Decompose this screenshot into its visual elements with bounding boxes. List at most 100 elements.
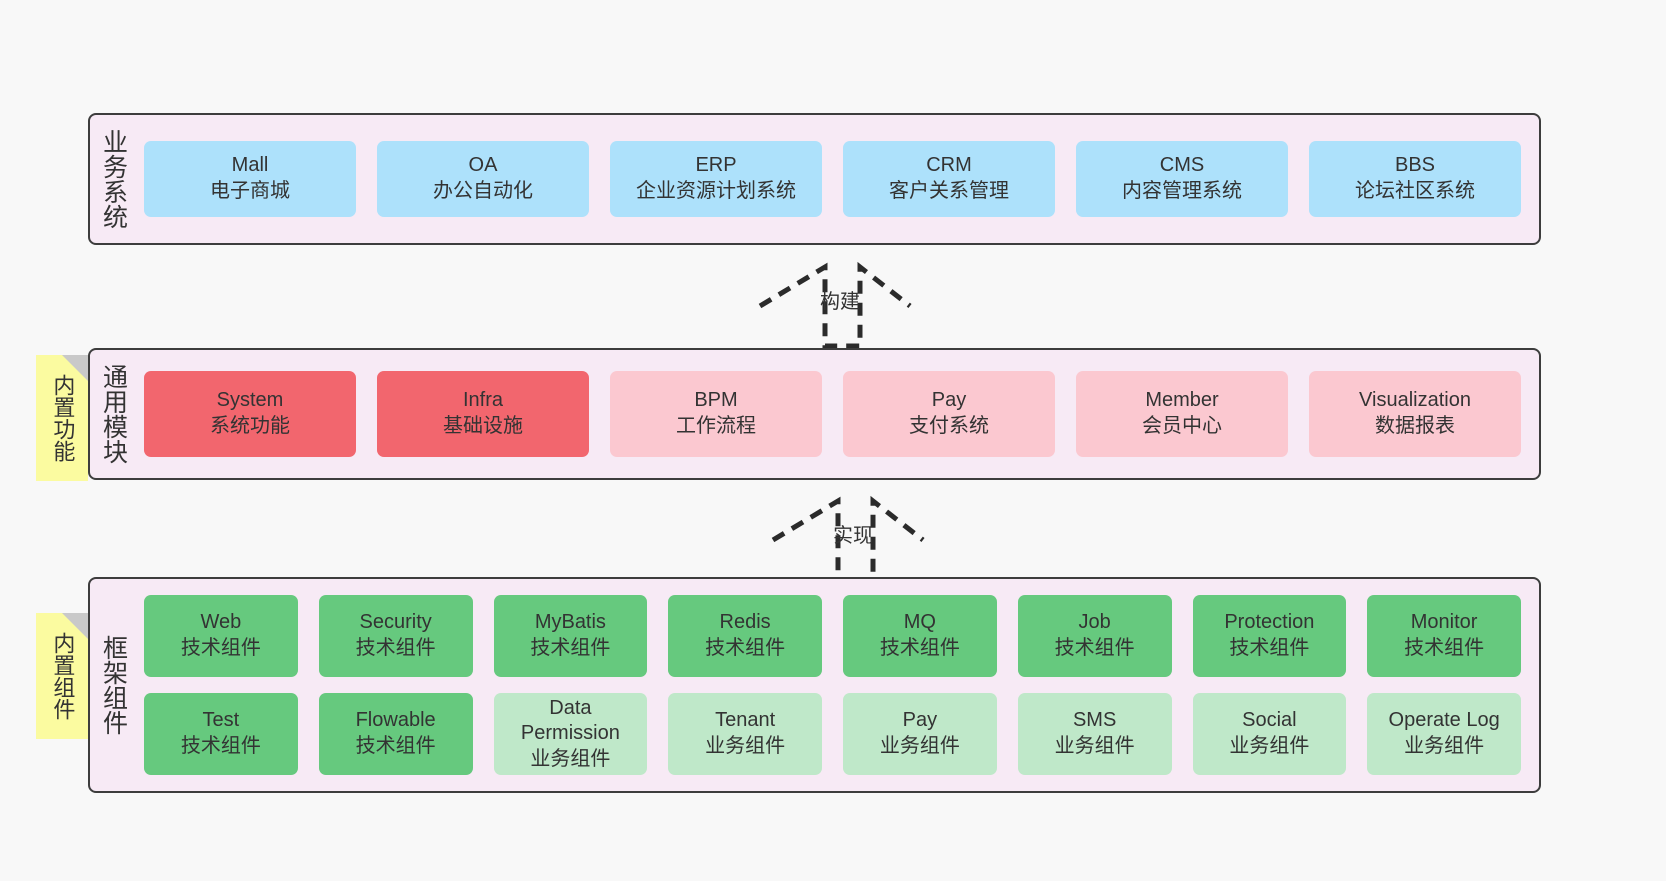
card-subtitle: 技术组件 — [1404, 637, 1485, 659]
card-title: Visualization — [1359, 389, 1471, 412]
card-title: Monitor — [1410, 611, 1478, 634]
card-row: Web 技术组件 Security 技术组件 MyBatis 技术组件 Redi… — [144, 595, 1521, 677]
card-row: System 系统功能 Infra 基础设施 BPM 工作流程 Pay 支付系统… — [144, 371, 1521, 457]
card-subtitle: 业务组件 — [705, 735, 786, 757]
card-monitor[interactable]: Monitor 技术组件 — [1367, 595, 1521, 677]
card-row: Test 技术组件 Flowable 技术组件 Data Permission … — [144, 693, 1521, 775]
card-subtitle: 技术组件 — [1054, 637, 1135, 659]
card-operate-log[interactable]: Operate Log 业务组件 — [1367, 693, 1521, 775]
card-title: Member — [1145, 389, 1219, 412]
card-title: Job — [1078, 611, 1111, 634]
card-subtitle: 数据报表 — [1375, 415, 1455, 437]
card-subtitle: 业务组件 — [1404, 735, 1485, 757]
sticky-note-label: 内置功能 — [50, 374, 76, 462]
card-title: ERP — [695, 154, 737, 177]
card-title: Infra — [462, 389, 504, 412]
card-mq[interactable]: MQ 技术组件 — [843, 595, 997, 677]
card-subtitle: 技术组件 — [879, 637, 960, 659]
card-subtitle: 系统功能 — [210, 415, 290, 437]
card-subtitle: 技术组件 — [355, 637, 436, 659]
card-test[interactable]: Test 技术组件 — [144, 693, 298, 775]
card-title: Data Permission — [520, 696, 620, 745]
card-title: Pay — [902, 709, 938, 732]
card-system[interactable]: System 系统功能 — [144, 371, 356, 457]
card-bpm[interactable]: BPM 工作流程 — [610, 371, 822, 457]
arrow-implement: 实现 — [768, 492, 928, 584]
card-title: MyBatis — [534, 611, 606, 634]
card-subtitle: 技术组件 — [180, 637, 261, 659]
layer-body: Mall 电子商城 OA 办公自动化 ERP 企业资源计划系统 CRM 客户关系… — [136, 115, 1539, 243]
card-title: Test — [202, 709, 240, 732]
layer-common-modules: 通用模块 System 系统功能 Infra 基础设施 BPM 工作流程 Pay… — [88, 348, 1541, 480]
card-member[interactable]: Member 会员中心 — [1076, 371, 1288, 457]
card-infra[interactable]: Infra 基础设施 — [377, 371, 589, 457]
card-redis[interactable]: Redis 技术组件 — [668, 595, 822, 677]
card-subtitle: 业务组件 — [879, 735, 960, 757]
card-erp[interactable]: ERP 企业资源计划系统 — [610, 141, 822, 217]
card-title: Operate Log — [1388, 709, 1500, 732]
card-job[interactable]: Job 技术组件 — [1017, 595, 1172, 677]
card-pay-business[interactable]: Pay 业务组件 — [843, 693, 997, 775]
card-title: Mall — [231, 154, 269, 177]
card-subtitle: 会员中心 — [1142, 415, 1222, 437]
card-title: Security — [359, 611, 432, 634]
card-subtitle: 技术组件 — [180, 735, 261, 757]
card-subtitle: 支付系统 — [909, 415, 989, 437]
card-flowable[interactable]: Flowable 技术组件 — [318, 693, 473, 775]
card-subtitle: 技术组件 — [705, 637, 786, 659]
card-title: OA — [468, 154, 498, 177]
card-subtitle: 业务组件 — [1054, 735, 1135, 757]
card-social[interactable]: Social 业务组件 — [1192, 693, 1347, 775]
card-title: Protection — [1224, 611, 1315, 634]
layer-title: 业务系统 — [99, 129, 128, 229]
card-title: BBS — [1394, 154, 1436, 177]
card-mall[interactable]: Mall 电子商城 — [144, 141, 356, 217]
card-title: CMS — [1159, 154, 1205, 177]
card-sms[interactable]: SMS 业务组件 — [1017, 693, 1172, 775]
layer-title: 框架组件 — [99, 635, 128, 735]
card-subtitle: 办公自动化 — [433, 180, 533, 202]
card-web[interactable]: Web 技术组件 — [144, 595, 298, 677]
card-title: Flowable — [355, 709, 436, 732]
card-data-permission[interactable]: Data Permission 业务组件 — [493, 693, 648, 775]
card-title: Social — [1242, 709, 1297, 732]
layer-title: 通用模块 — [99, 364, 128, 464]
arrow-implement-label: 实现 — [833, 525, 873, 547]
card-row: Mall 电子商城 OA 办公自动化 ERP 企业资源计划系统 CRM 客户关系… — [144, 141, 1521, 217]
card-subtitle: 基础设施 — [443, 415, 523, 437]
card-subtitle: 内容管理系统 — [1122, 180, 1242, 202]
sticky-note-builtin-features: 内置功能 — [36, 355, 88, 481]
card-title: SMS — [1072, 709, 1117, 732]
note-fold-icon — [62, 355, 88, 381]
card-subtitle: 工作流程 — [676, 415, 756, 437]
arrow-build-label: 构建 — [820, 291, 860, 313]
card-tenant[interactable]: Tenant 业务组件 — [668, 693, 822, 775]
card-subtitle: 企业资源计划系统 — [636, 180, 796, 202]
card-title: CRM — [926, 154, 972, 177]
sticky-note-builtin-components: 内置组件 — [36, 613, 88, 739]
card-subtitle: 电子商城 — [210, 180, 290, 202]
layer-business-systems: 业务系统 Mall 电子商城 OA 办公自动化 ERP 企业资源计划系统 CRM… — [88, 113, 1541, 245]
card-security[interactable]: Security 技术组件 — [318, 595, 473, 677]
note-fold-icon — [62, 613, 88, 639]
card-oa[interactable]: OA 办公自动化 — [377, 141, 589, 217]
card-pay[interactable]: Pay 支付系统 — [843, 371, 1055, 457]
card-subtitle: 技术组件 — [355, 735, 436, 757]
card-title: Web — [200, 611, 242, 634]
layer-body: Web 技术组件 Security 技术组件 MyBatis 技术组件 Redi… — [136, 579, 1539, 791]
card-subtitle: 技术组件 — [1229, 637, 1310, 659]
card-subtitle: 技术组件 — [530, 637, 611, 659]
layer-body: System 系统功能 Infra 基础设施 BPM 工作流程 Pay 支付系统… — [136, 350, 1539, 478]
card-crm[interactable]: CRM 客户关系管理 — [843, 141, 1055, 217]
card-title: BPM — [694, 389, 738, 412]
card-bbs[interactable]: BBS 论坛社区系统 — [1309, 141, 1521, 217]
card-protection[interactable]: Protection 技术组件 — [1192, 595, 1347, 677]
card-subtitle: 业务组件 — [1229, 735, 1310, 757]
arrow-build: 构建 — [755, 258, 915, 350]
card-cms[interactable]: CMS 内容管理系统 — [1076, 141, 1288, 217]
card-subtitle: 论坛社区系统 — [1355, 180, 1475, 202]
card-title: Pay — [931, 389, 967, 412]
card-visualization[interactable]: Visualization 数据报表 — [1309, 371, 1521, 457]
sticky-note-label: 内置组件 — [50, 632, 76, 720]
card-mybatis[interactable]: MyBatis 技术组件 — [493, 595, 648, 677]
